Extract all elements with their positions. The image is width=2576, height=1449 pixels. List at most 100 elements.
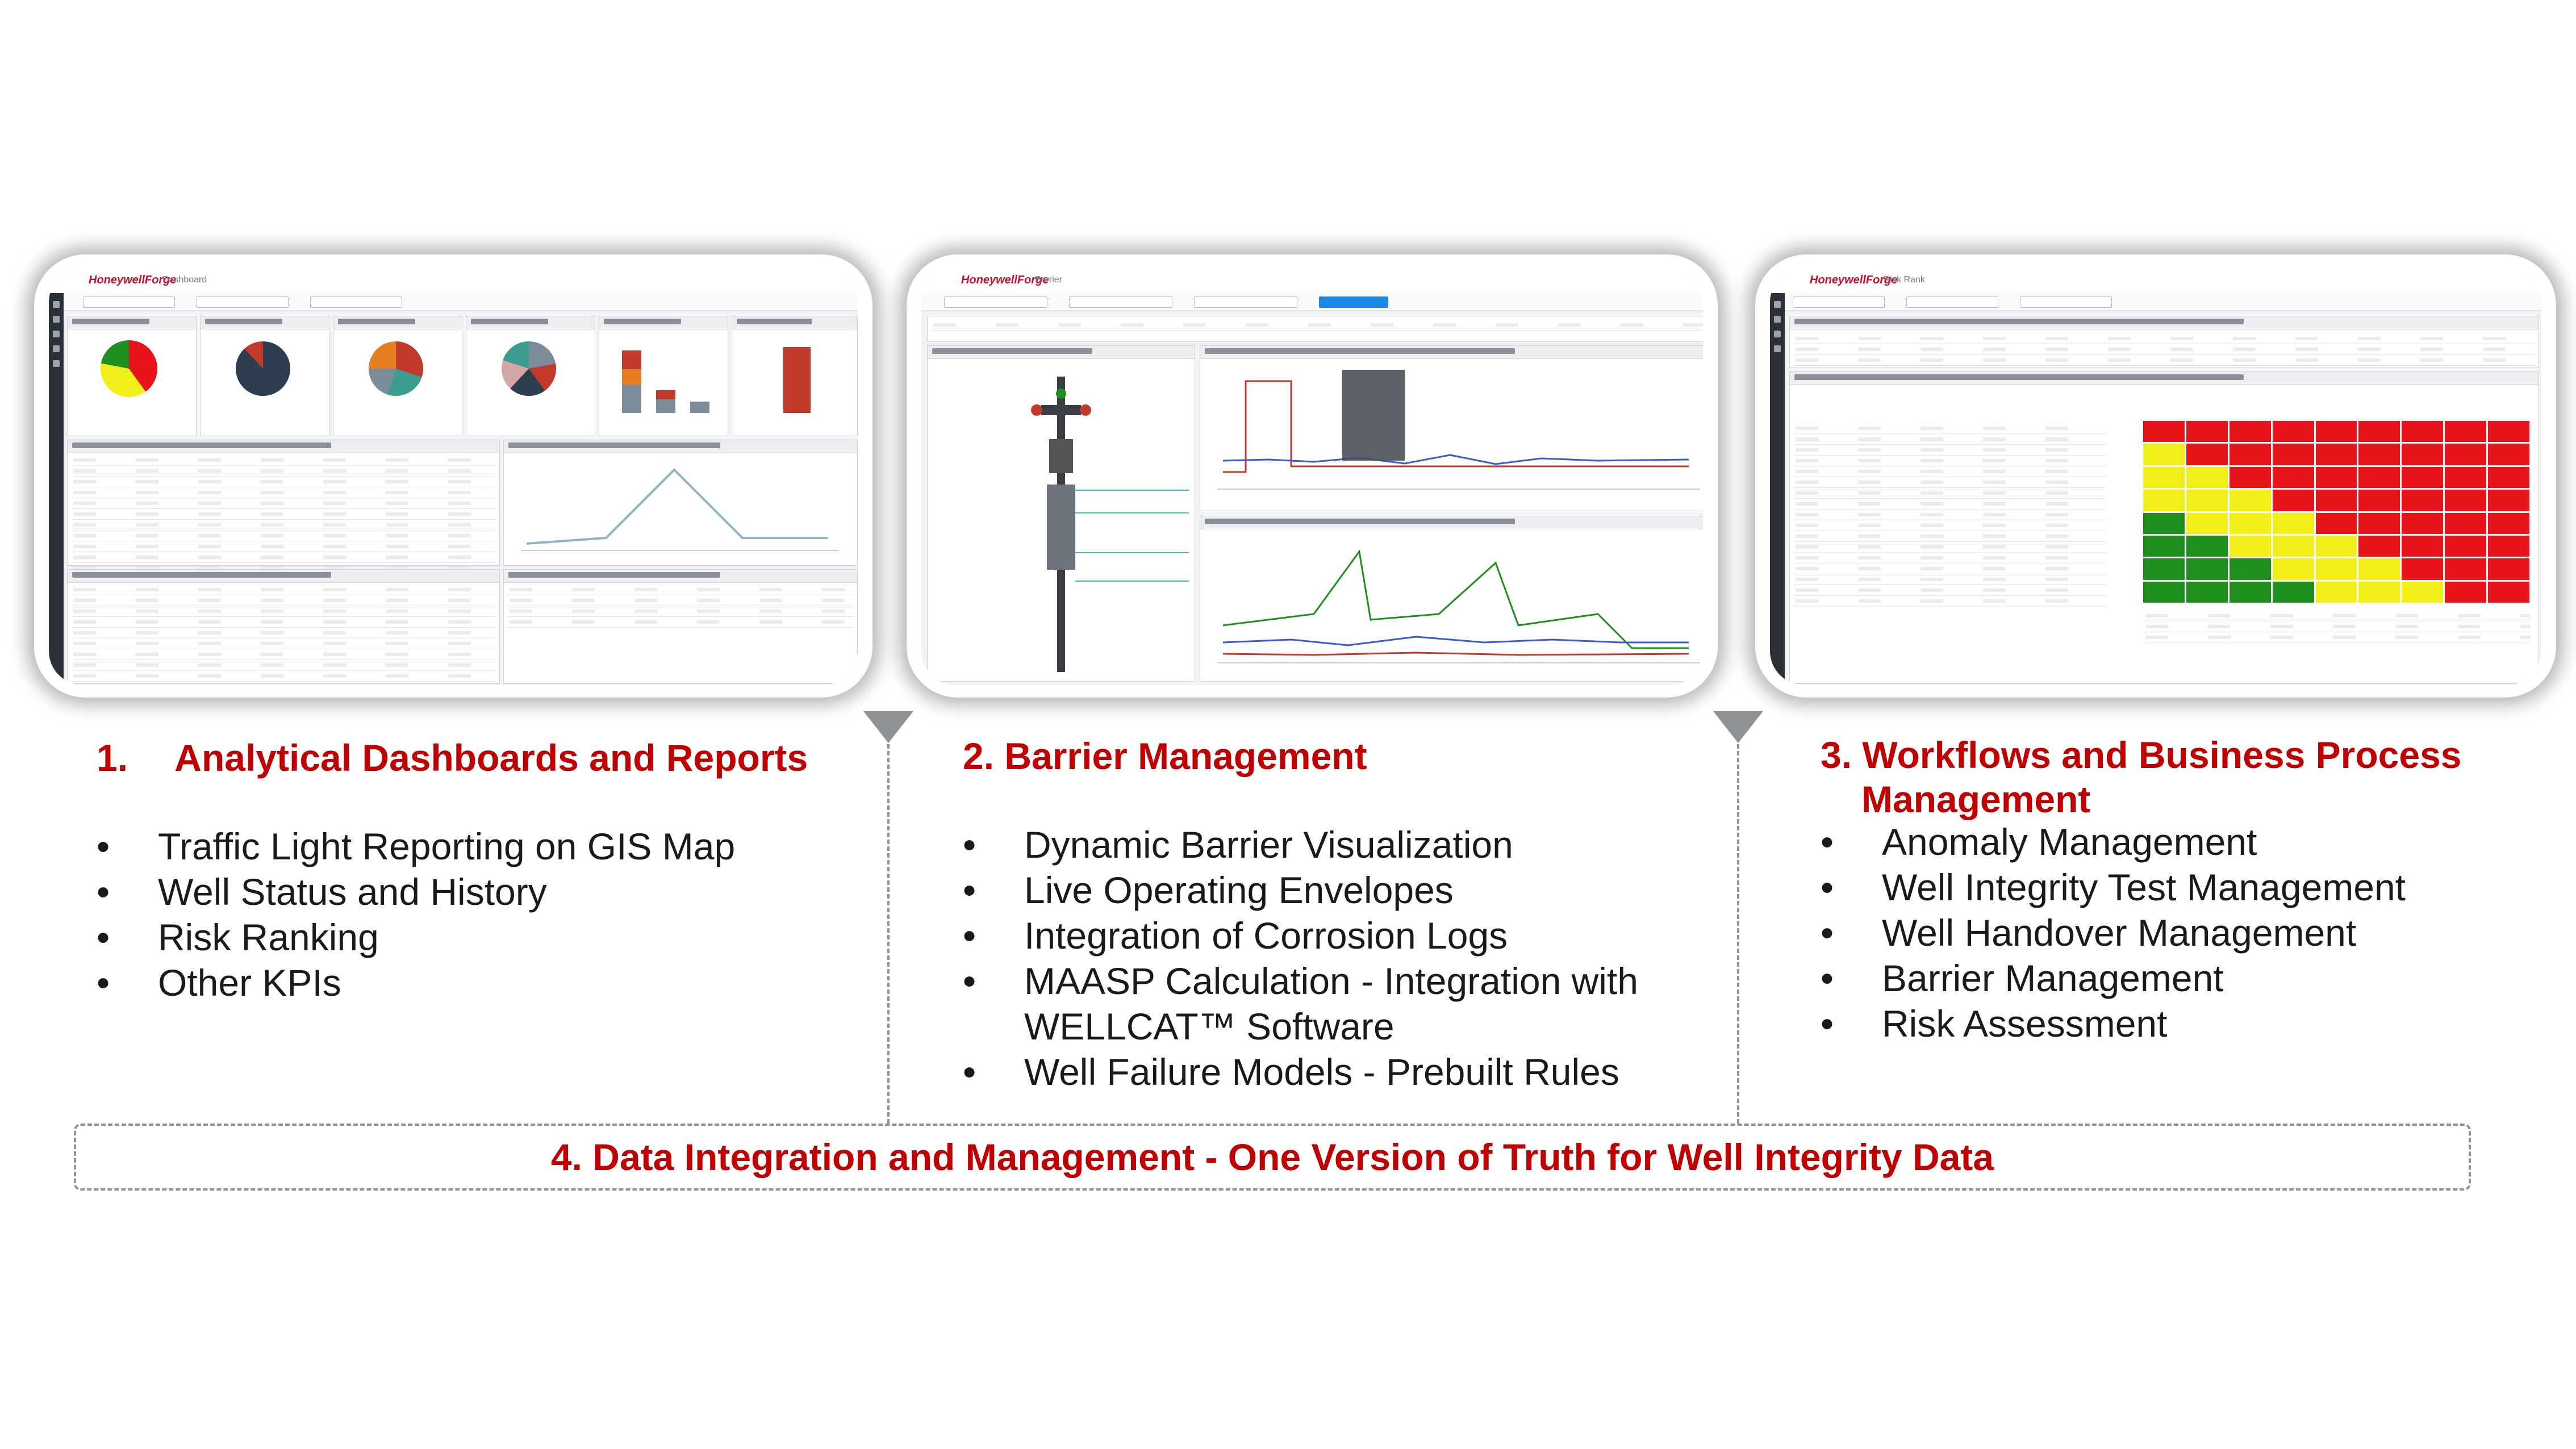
barrier-app-window: HoneywellForge Barrier [921,268,1703,685]
risk-matrix-cell [2402,421,2444,442]
barrier-test-schedule-panel [599,316,728,436]
risk-matrix-cell [2445,466,2487,488]
risk-matrix-cell [2358,444,2400,465]
wellbore-schematic-panel [927,345,1195,682]
risk-matrix-cell [2445,421,2487,442]
risk-matrix-cell [2488,558,2529,580]
side-rail [49,293,64,685]
section-2-item: Dynamic Barrier Visualization [963,822,1713,867]
risk-matrix-cell [2488,466,2529,488]
section-3-title-line-1: 3. Workflows and Business Process [1821,734,2462,776]
risk-matrix-cell [2488,512,2529,534]
impaired-failed-panel [466,316,595,436]
risk-matrix-cell [2402,444,2444,465]
risk-matrix-cell [2272,490,2314,511]
risk-matrix-cell [2358,421,2400,442]
trend-line-svg [521,468,839,551]
section-3-item: Well Handover Management [1821,910,2570,955]
risk-matrix-cell [2272,558,2314,580]
risk-matrix-cell [2315,512,2357,534]
risk-assessment-screenshot: HoneywellForge Risk Rank [1755,254,2556,698]
app-header: HoneywellForge Barrier [921,268,1703,294]
well-filter[interactable] [1194,297,1297,308]
well-status-table [67,440,500,574]
banner-text: 4. Data Integration and Management - One… [550,1136,1994,1178]
section-2-item: Well Failure Models - Prebuilt Rules [963,1049,1713,1095]
risk-matrix-cell [2315,490,2357,511]
risk-matrix-cell [2143,512,2185,534]
open-anomalies-panel [333,316,462,436]
risk-matrix-cell [2186,490,2228,511]
risk-matrix-cell [2186,421,2228,442]
risk-matrix-cell [2186,558,2228,580]
pad-filter[interactable] [197,297,289,308]
section-1-item: Risk Ranking [97,915,869,960]
risk-matrix-cell [2402,558,2444,580]
well-filter[interactable] [2020,297,2112,308]
risk-matrix-cell [2402,535,2444,557]
pad-filter[interactable] [1069,297,1172,308]
risk-matrix-cell [2358,535,2400,557]
risk-matrix-cell [2229,444,2271,465]
filter-bar [1770,293,2541,311]
risk-matrix-cell [2272,581,2314,603]
apply-button[interactable] [1319,297,1388,308]
risk-matrix-cell [2315,535,2357,557]
risk-matrix-cell [2402,512,2444,534]
well-integrity-trend-chart [503,440,858,566]
risk-matrix-cell [2186,535,2228,557]
risk-matrix-cell [2143,421,2185,442]
risk-matrix-cell [2143,490,2185,511]
risk-matrix-cell [2315,581,2357,603]
section-1-heading: 1. Analytical Dashboards and Reports [97,736,808,780]
field-filter[interactable] [1793,297,1885,308]
app-brand: HoneywellForge [961,274,1049,286]
risk-matrix-cell [2358,558,2400,580]
well-info-strip [927,316,1703,342]
section-1-item: Traffic Light Reporting on GIS Map [97,824,869,869]
app-view-name: Risk Rank [1884,275,1925,285]
section-3-list: Anomaly Management Well Integrity Test M… [1821,819,2570,1046]
risk-matrix-cell [2186,444,2228,465]
departures-pie [236,341,290,396]
section-3-item: Anomaly Management [1821,819,2570,865]
risk-matrix-cell [2488,444,2529,465]
risk-matrix-cell [2272,466,2314,488]
risk-matrix-cell [2402,581,2444,603]
risk-matrix-cell [2186,512,2228,534]
section-1-number: 1. [97,737,128,779]
section-3-item: Risk Assessment [1821,1001,2570,1046]
risk-matrix-cell [2488,535,2529,557]
risk-rank-summary-panel [67,316,197,436]
field-filter[interactable] [83,297,175,308]
risk-matrix-cell [2315,421,2357,442]
risk-matrix-cell [2445,490,2487,511]
section-3-item: Barrier Management [1821,955,2570,1001]
annulus-pressure-svg [1217,370,1700,490]
regulatory-departures-panel [200,316,329,436]
risk-matrix-cell [2315,466,2357,488]
data-integration-banner: 4. Data Integration and Management - One… [74,1124,2471,1191]
risk-matrix-cell [2488,581,2529,603]
risk-rank-pie [101,340,157,397]
schedule-bar-3 [690,402,709,413]
risk-matrix-cell [2445,535,2487,557]
risk-matrix-cell [2272,444,2314,465]
risk-matrix-cell [2358,581,2400,603]
risk-matrix-cell [2229,581,2271,603]
field-filter[interactable] [944,297,1047,308]
section-1-title: Analytical Dashboards and Reports [174,737,808,779]
risk-matrix-cell [2445,558,2487,580]
well-filter[interactable] [310,297,402,308]
risk-matrix-cell [2143,558,2185,580]
risk-matrix-cell [2315,444,2357,465]
pad-filter[interactable] [1906,297,1998,308]
separator-arrow-2 [1713,711,1763,743]
section-2-item: MAASP Calculation - Integration with WEL… [963,958,1713,1049]
risk-matrix-cell [2143,466,2185,488]
section-1-item: Other KPIs [97,960,869,1005]
wellbore-schematic [1031,377,1189,672]
open-anomalies-table [67,569,500,684]
filter-bar [921,293,1703,311]
schedule-bar-2 [656,390,675,413]
